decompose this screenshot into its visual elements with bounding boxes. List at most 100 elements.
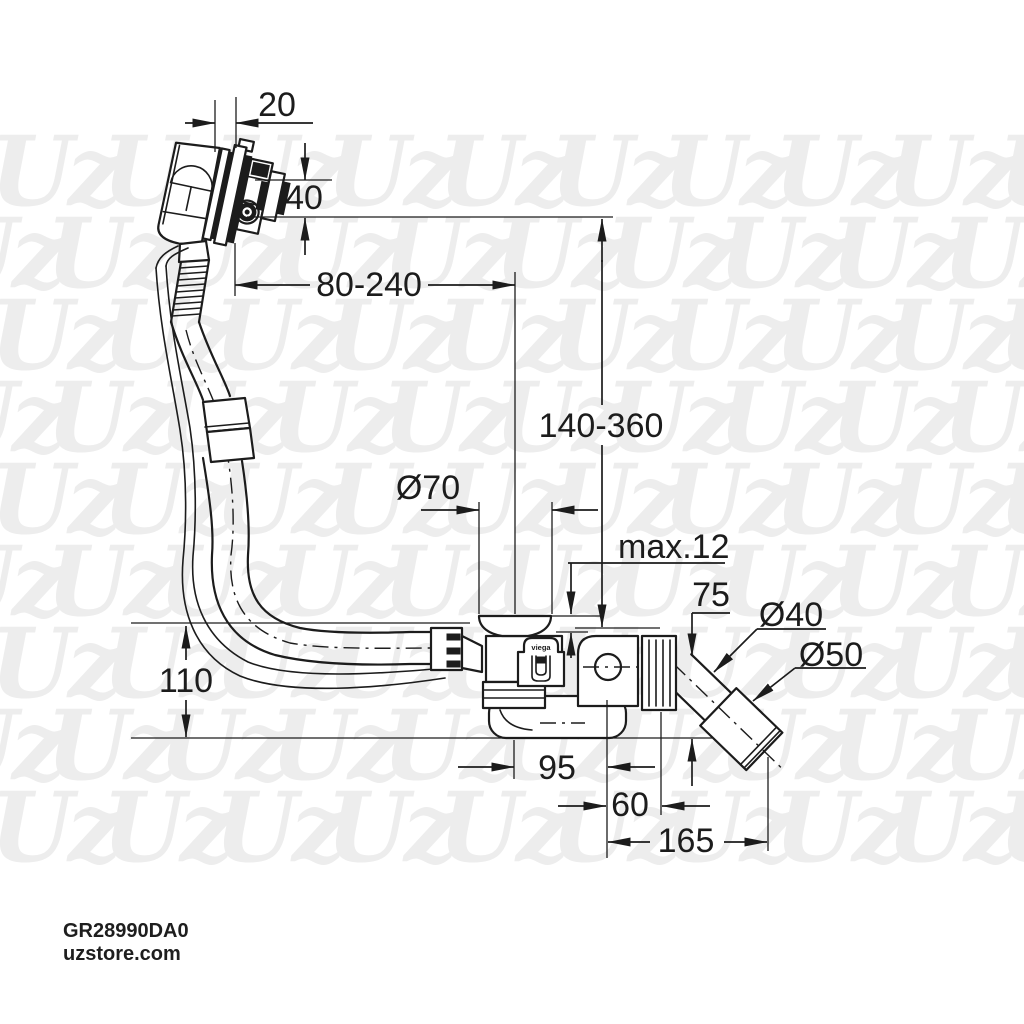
watermark-text: Uz	[942, 197, 1024, 310]
technical-drawing: viega	[131, 86, 866, 860]
watermark-text: Uz	[886, 771, 1021, 884]
watermark-text: Uz	[382, 197, 517, 310]
watermark-text: Uz	[382, 361, 517, 474]
watermark-text: Uz	[998, 115, 1024, 228]
watermark-text: Uz	[46, 361, 181, 474]
watermark-text: Uz	[46, 525, 181, 638]
dimension-dia50-label: Ø50	[799, 636, 863, 674]
watermark-text: Uz	[214, 443, 349, 556]
watermark-text: Uz	[46, 689, 181, 802]
watermark-text: Uz	[158, 689, 293, 802]
dimension-110: 110	[159, 625, 213, 738]
watermark-text: Uz	[550, 443, 685, 556]
watermark-text: Uz	[830, 689, 965, 802]
site-name: uzstore.com	[63, 943, 181, 965]
dimension-max12-label: max.12	[618, 528, 730, 566]
watermark-text: Uz	[606, 361, 741, 474]
watermark-text: Uz	[438, 771, 573, 884]
watermark-text: Uz	[718, 525, 853, 638]
dimension-165: 165	[607, 757, 769, 860]
watermark-text: Uz	[438, 279, 573, 392]
watermark-text: Uz	[270, 689, 405, 802]
dimension-dia40-label: Ø40	[759, 596, 823, 634]
watermark-text: Uz	[326, 115, 461, 228]
watermark-text: Uz	[774, 443, 909, 556]
watermark-text: Uz	[0, 279, 125, 392]
waste-valve-flange	[477, 614, 553, 638]
watermark-text: Uz	[214, 771, 349, 884]
watermark-text: Uz	[886, 443, 1021, 556]
watermark-text: Uz	[998, 771, 1024, 884]
viega-logo-label: viega	[531, 643, 551, 652]
watermark-text: Uz	[886, 607, 1021, 720]
watermark-text: Uz	[214, 279, 349, 392]
dimension-110-label: 110	[159, 662, 213, 700]
overflow-hose	[169, 320, 435, 666]
watermark-text: Uz	[830, 361, 965, 474]
watermark-layer: UzUzUzUzUzUzUzUzUzUzUzUzUzUzUzUzUzUzUzUz…	[0, 115, 1024, 884]
dimension-80-240: 80-240	[234, 243, 516, 614]
watermark-text: Uz	[0, 443, 125, 556]
watermark-text: Uz	[998, 607, 1024, 720]
watermark-text: Uz	[774, 279, 909, 392]
hose-connector	[429, 626, 484, 674]
overflow-filler-unit	[157, 137, 291, 247]
watermark-text: Uz	[662, 771, 797, 884]
outlet-pipe	[663, 653, 785, 772]
watermark-text: Uz	[662, 279, 797, 392]
dimension-60: 60	[558, 712, 710, 824]
dimension-140-360-label: 140-360	[539, 407, 664, 445]
watermark-text: Uz	[270, 361, 405, 474]
watermark-text: Uz	[886, 115, 1021, 228]
watermark-text: Uz	[438, 443, 573, 556]
product-code: GR28990DA0	[63, 920, 189, 942]
watermark-text: Uz	[942, 361, 1024, 474]
watermark-text: Uz	[0, 607, 125, 720]
dimension-95-label: 95	[538, 749, 576, 787]
watermark-text: Uz	[662, 115, 797, 228]
watermark-text: Uz	[0, 771, 125, 884]
dimension-40-label: 40	[285, 179, 323, 217]
watermark-text: Uz	[326, 279, 461, 392]
watermark-text: Uz	[718, 197, 853, 310]
watermark-text: Uz	[662, 443, 797, 556]
watermark-text: Uz	[326, 771, 461, 884]
watermark-text: Uz	[102, 771, 237, 884]
watermark-text: Uz	[270, 197, 405, 310]
dimension-dia40: Ø40	[713, 596, 826, 673]
watermark-text: Uz	[998, 443, 1024, 556]
watermark-text: Uz	[774, 607, 909, 720]
watermark-text: Uz	[550, 115, 685, 228]
control-cable	[155, 265, 446, 690]
outlet-elbow	[576, 634, 656, 708]
hose-sleeves	[201, 396, 256, 464]
hose-centerline	[185, 329, 434, 649]
watermark-text: Uz	[0, 115, 125, 228]
watermark-text: Uz	[830, 197, 965, 310]
watermark-text: Uz	[606, 525, 741, 638]
union-nut	[640, 634, 678, 712]
dimension-140-360: 140-360	[539, 218, 664, 629]
watermark-text: Uz	[606, 197, 741, 310]
dimension-40: 40	[247, 143, 613, 255]
dimension-80-240-label: 80-240	[316, 266, 422, 304]
watermark-text: Uz	[886, 279, 1021, 392]
watermark-text: Uz	[494, 197, 629, 310]
watermark-text: Uz	[774, 771, 909, 884]
watermark-text: Uz	[438, 115, 573, 228]
watermark-text: Uz	[270, 525, 405, 638]
dimension-165-label: 165	[658, 822, 715, 860]
watermark-text: Uz	[830, 525, 965, 638]
watermark-text: Uz	[494, 361, 629, 474]
dimension-60-label: 60	[611, 786, 649, 824]
watermark-text: Uz	[998, 279, 1024, 392]
viega-logo: viega	[516, 636, 566, 688]
watermark-text: Uz	[550, 279, 685, 392]
dimension-dia50: Ø50	[752, 636, 866, 702]
dimension-dia70-label: Ø70	[396, 469, 460, 507]
dimension-dia70: Ø70	[396, 469, 598, 614]
dimension-20-label: 20	[258, 86, 296, 124]
corrugated-hose	[155, 239, 211, 324]
dimension-75-label: 75	[692, 576, 730, 614]
